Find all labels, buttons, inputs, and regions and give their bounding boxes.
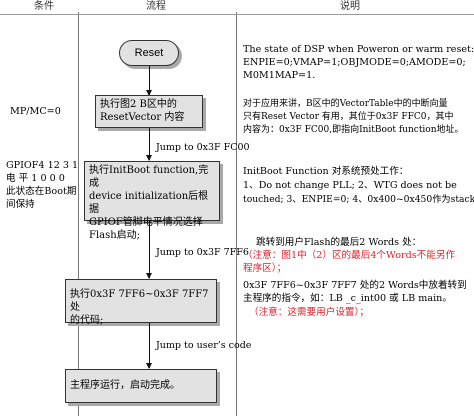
step2-line-4: Flash启动;: [89, 230, 141, 241]
header-condition: 条件: [34, 1, 54, 12]
reset-node: Reset: [119, 40, 179, 66]
step1-line-2: ResetVector 内容: [100, 112, 185, 123]
edge-label-jump-user-code: Jump to user’s code: [156, 340, 252, 351]
step3-line-2: 的代码;: [70, 315, 104, 326]
step2-line-3: GPIOF管脚电平情况选择: [89, 217, 203, 228]
condition-mpmc: MP/MC=0: [10, 106, 61, 117]
step3-line-1: 执行0x3F 7FF6~0x3F 7FF7处: [70, 289, 209, 313]
note-flash-warning-3: （注意：这需要用户设置）；: [249, 307, 369, 318]
note-flash-warning-2: 程序区）；: [243, 263, 287, 274]
condition-gpio-2: 电 平 1 0 0 0: [6, 173, 65, 184]
step1-line-1: 执行图2 B区中的: [100, 99, 177, 110]
note-flash-instr-2: 主程序的指令，如：LB _c_int00 或 LB main。: [243, 293, 452, 304]
step4-node: 主程序运行，启动完成。: [65, 369, 217, 403]
note-flash-warning-1: （注意：图1中（2）区的最后4个Words不能另作: [243, 250, 456, 261]
note-initboot-2: 1、Do not change PLL; 2、WTG does not be: [243, 180, 457, 191]
note-flash-jump: 跳转到用户Flash的最后2 Words 处：: [256, 237, 422, 248]
edge-label-jump-fc00: Jump to 0x3F FC00: [156, 142, 250, 153]
column-divider-right: [236, 12, 237, 416]
condition-gpio-1: GPIOF4 12 3 1: [6, 160, 79, 171]
note-reset-state-2: ENPIE=0;VMAP=1;OBJMODE=0;AMODE=0;: [243, 57, 466, 68]
header-divider: [0, 14, 474, 15]
step2-line-1: 执行InitBoot function,完成: [89, 165, 209, 189]
arrow-reset-to-step1: [146, 66, 152, 96]
step3-node: 执行0x3F 7FF6~0x3F 7FF7处 的代码;: [65, 279, 217, 326]
arrow-step1-to-step2: [146, 128, 152, 161]
note-vector-table-2: 只有Reset Vector 有用，其位于0x3F FFC0，其中: [243, 112, 454, 122]
arrow-step2-to-step3: [146, 221, 152, 279]
note-flash-instr-1: 0x3F 7FF6~0x3F 7FF7 处的2 Words中放着转到: [243, 280, 467, 291]
note-reset-state-3: M0M1MAP=1.: [243, 70, 316, 81]
step4-text: 主程序运行，启动完成。: [70, 380, 180, 391]
header-notes: 说明: [340, 1, 360, 12]
step2-line-2: device initialization后根据: [89, 191, 209, 215]
step2-node: 执行InitBoot function,完成 device initializa…: [84, 161, 220, 241]
condition-gpio-3: 此状态在Boot期: [6, 186, 77, 197]
edge-label-jump-7ff6: Jump to 0x3F 7FF6: [156, 247, 249, 258]
note-vector-table-1: 对于应用来讲，B区中的VectorTable中的中断向量: [243, 99, 448, 109]
note-initboot-3: touched; 3、ENPIE=0; 4、0x400~0x450作为stack…: [243, 194, 474, 205]
step1-node: 执行图2 B区中的 ResetVector 内容: [95, 95, 203, 128]
header-flow: 流程: [146, 1, 166, 12]
column-divider-left: [78, 12, 79, 416]
note-initboot-1: InitBoot Function 对系统预处工作：: [243, 166, 409, 177]
arrow-step3-to-step4: [146, 323, 152, 369]
note-reset-state-1: The state of DSP when Poweron or warm re…: [243, 44, 474, 55]
note-vector-table-3: 内容为：0x3F FC00,即指向InitBoot function地址。: [243, 125, 464, 135]
condition-gpio-4: 间保持: [6, 199, 35, 210]
